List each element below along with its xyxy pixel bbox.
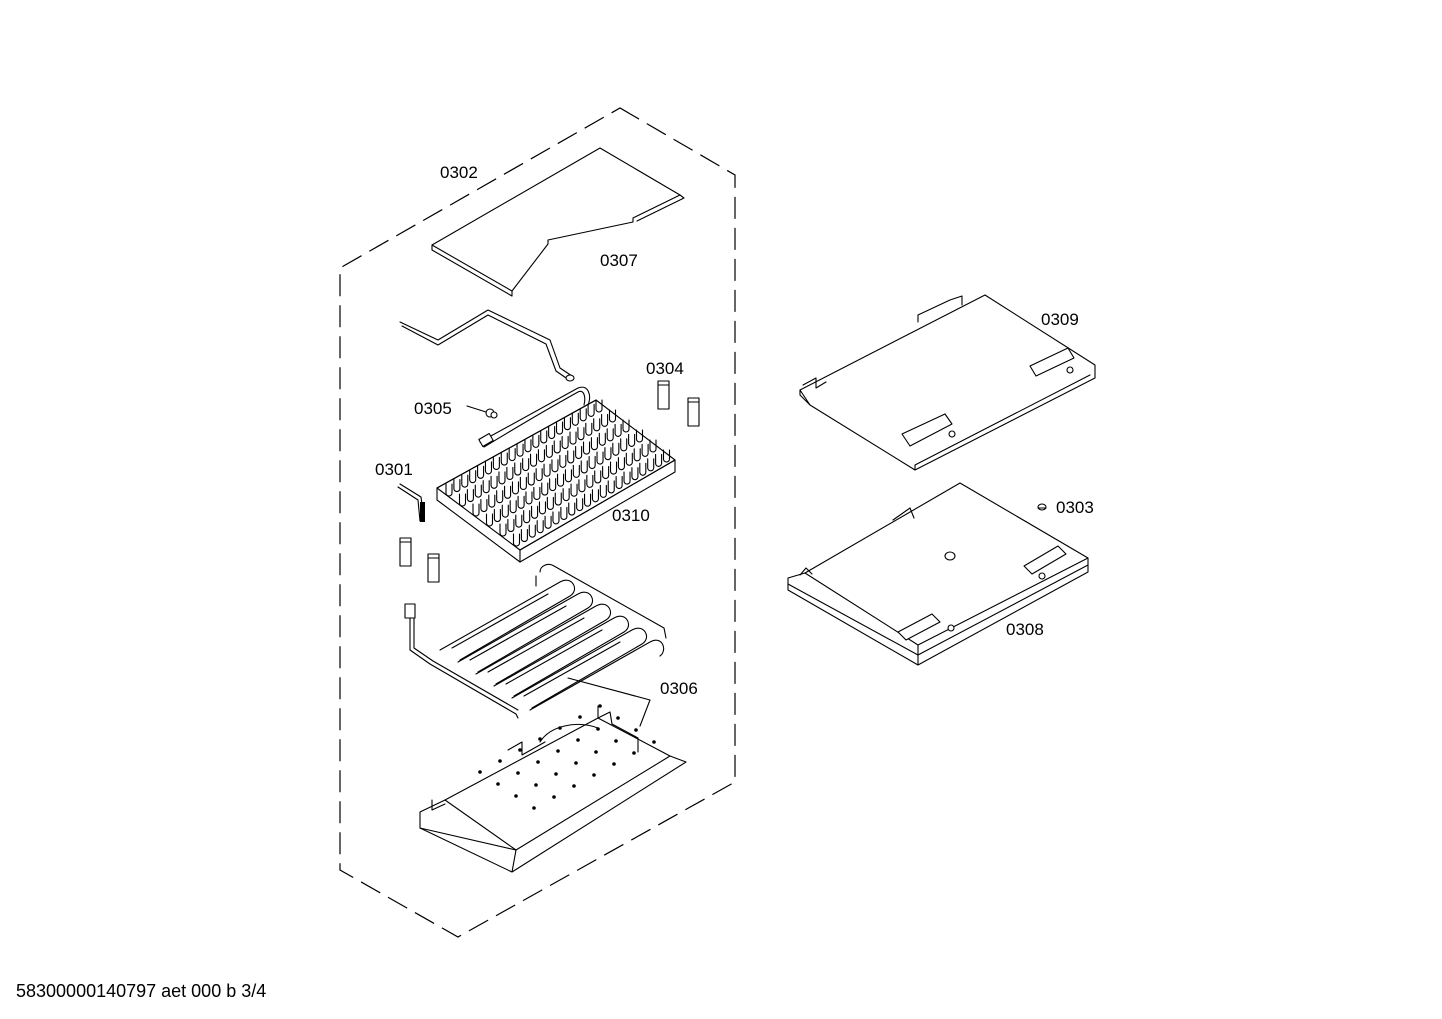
drawing-reference: 58300000140797 aet 000 b 3/4: [16, 981, 267, 1001]
part-0304-clips: [657, 380, 700, 427]
part-0306-heater: [404, 563, 667, 719]
leader-0306: [567, 677, 651, 727]
label-0309: 0309: [1041, 310, 1079, 329]
label-0307: 0307: [600, 251, 638, 270]
part-0310-evaporator: [436, 386, 676, 563]
part-0308-plate: [787, 482, 1089, 666]
label-0301: 0301: [375, 460, 413, 479]
part-0303-screw: [1037, 503, 1047, 511]
part-0307-cover-plate: [431, 147, 685, 297]
label-0306: 0306: [660, 679, 698, 698]
label-0308: 0308: [1006, 620, 1044, 639]
part-tube: [399, 309, 575, 382]
part-0309-plate: [799, 294, 1096, 471]
part-0301-clip: [397, 483, 425, 522]
label-0303: 0303: [1056, 498, 1094, 517]
label-0310: 0310: [612, 506, 650, 525]
part-0306-tray: [419, 704, 687, 873]
part-0305-sensor: [466, 405, 498, 419]
label-0302: 0302: [440, 163, 478, 182]
label-0304: 0304: [646, 359, 684, 378]
part-blocks: [399, 537, 440, 583]
label-0305: 0305: [414, 399, 452, 418]
assembly-boundary-0302: [339, 107, 736, 938]
